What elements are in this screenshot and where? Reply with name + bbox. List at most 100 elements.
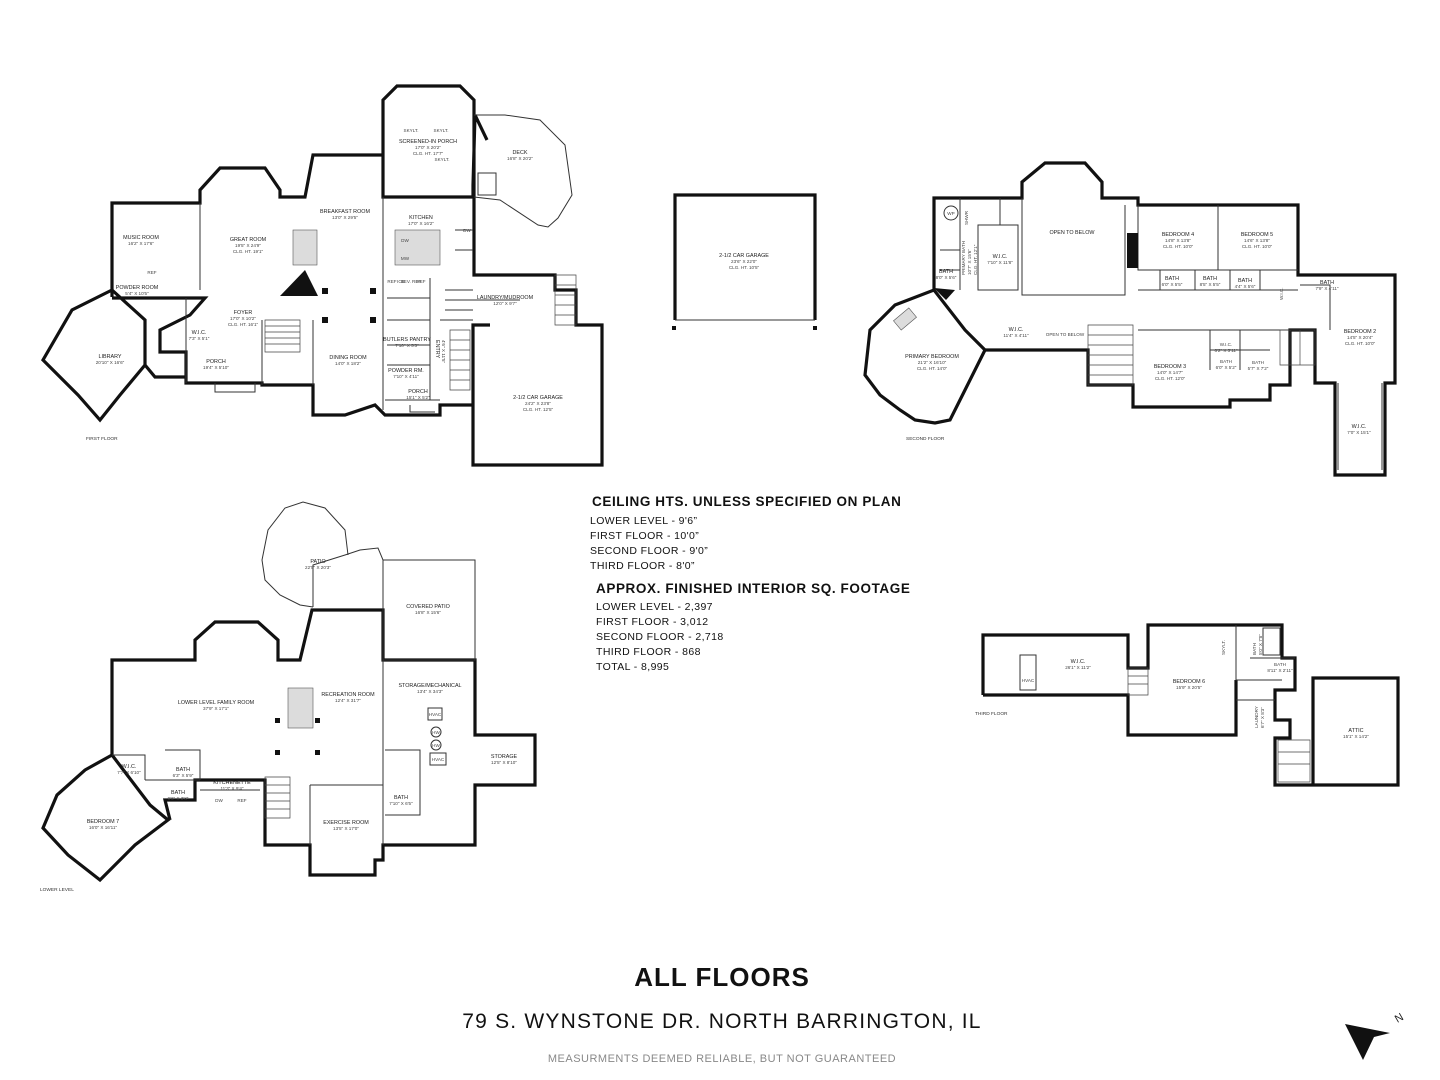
storage-label: STORAGE (491, 754, 518, 760)
bedroom-2-label: BEDROOM 2 (1344, 329, 1376, 335)
bath-label: BATH (1238, 278, 1252, 284)
exercise-room-dims: 13'5" X 17'0" (333, 826, 359, 831)
ref-label: REF (237, 798, 246, 803)
porch-dims: 19'4" X 5'10" (203, 365, 229, 370)
covered-patio-dims: 16'8" X 15'6" (415, 610, 441, 615)
third-floor-walls (981, 623, 1400, 787)
patio-dims: 22'5" X 20'3" (305, 565, 331, 570)
entry-dims: 4'6" X 11'5" (441, 340, 446, 363)
bedroom-3-clg: CLG. HT. 12'0" (1155, 376, 1186, 381)
water-heater-label: HW (432, 730, 440, 735)
skylight-label: SKYLT. (1221, 640, 1226, 655)
music-room-dims: 16'2" X 17'6" (128, 241, 154, 246)
bedroom-4-dims: 14'8" X 13'8" (1165, 238, 1191, 243)
wic-dims: 6'2" X 3'11" (1214, 348, 1237, 353)
bedroom-2-clg: CLG. HT. 10'0" (1345, 341, 1376, 346)
whirlpool-label: WP (947, 211, 954, 216)
wic-dims: 7'7" X 6'10" (117, 770, 141, 775)
bedroom-5-clg: CLG. HT. 10'0" (1242, 244, 1273, 249)
dishwasher-label: DW (463, 228, 471, 233)
bath-dims: 5'7" X 7'2" (1248, 366, 1269, 371)
second-floor-plan: OPEN TO BELOW BEDROOM 4 14'8" X 13'8" CL… (863, 161, 1397, 477)
ceiling-height-line: THIRD FLOOR - 8'0” (590, 560, 695, 572)
family-room-label: LOWER LEVEL FAMILY ROOM (178, 700, 255, 706)
kitchen-label: KITCHEN (409, 215, 433, 221)
wic-label: W.I.C. (1009, 327, 1024, 333)
open-to-below-label: OPEN TO BELOW (1046, 332, 1085, 337)
ref-label: REF (147, 270, 156, 275)
bath-dims: 6'3" X 5'9" (173, 773, 194, 778)
bedroom-7-dims: 16'0" X 16'11" (89, 825, 118, 830)
bath-label: BATH (1165, 276, 1179, 282)
attic-dims: 15'1" X 14'2" (1343, 734, 1369, 739)
bath-dims: 9'6" X 3'8" (168, 796, 189, 801)
detached-garage-clg: CLG. HT. 10'5" (729, 265, 760, 270)
dining-room-dims: 14'0" X 18'2" (335, 361, 361, 366)
second-floor-caption: SECOND FLOOR (906, 436, 945, 442)
bath-label: BATH (1252, 643, 1257, 655)
primary-bath-clg: CLG. HT. 12'1" (973, 244, 978, 275)
bath-label: BATH (171, 790, 185, 796)
attached-garage-label: 2-1/2 CAR GARAGE (513, 395, 563, 401)
dishwasher-label: DW (215, 798, 223, 803)
foyer-clg: CLG. HT. 16'1" (228, 322, 259, 327)
butlers-pantry-dims: 7'10" X 5'3" (395, 343, 419, 348)
square-footage-heading: APPROX. FINISHED INTERIOR SQ. FOOTAGE (596, 581, 911, 596)
wic-label: W.I.C. (993, 254, 1008, 260)
porch-label: PORCH (206, 359, 226, 365)
first-floor-plan: MUSIC ROOM 16'2" X 17'6" GREAT ROOM 19'5… (40, 84, 604, 467)
skylight-label: SKYLT. (434, 128, 449, 133)
bath-label: BATH (176, 767, 190, 773)
ref-label: REF (416, 279, 425, 284)
screened-porch-label: SCREENED-IN PORCH (399, 139, 457, 145)
laundry-mudroom-dims: 12'0" X 9'7" (493, 301, 517, 306)
bedroom-4-label: BEDROOM 4 (1162, 232, 1194, 238)
entry-label: ENTRY (434, 340, 440, 359)
screened-porch-clg: CLG. HT. 17'7" (413, 151, 444, 156)
wic-dims: 7'10" X 11'8" (987, 260, 1013, 265)
patio-label: PATIO (310, 559, 325, 565)
lower-level-plan: PATIO 22'5" X 20'3" COVERED PATIO 16'8" … (40, 501, 537, 893)
porch-dims: 15'1" X 5'2" (406, 395, 430, 400)
powder-rm-dims: 7'10" X 4'11" (393, 374, 419, 379)
hvac-label: HVAC (429, 712, 442, 717)
primary-bedroom-dims: 21'2" X 16'10" (918, 360, 947, 365)
wic-label: W.I.C. (1071, 659, 1086, 665)
bath-label: BATH (939, 269, 953, 275)
north-arrow-icon: N (1345, 1011, 1406, 1060)
kitchen-dims: 17'0" X 16'2" (408, 221, 434, 226)
wic-dims: 7'3" X 5'1" (189, 336, 210, 341)
open-to-below-label: OPEN TO BELOW (1049, 230, 1095, 236)
primary-bedroom-clg: CLG. HT. 14'0" (917, 366, 948, 371)
square-footage-line: THIRD FLOOR - 868 (596, 646, 701, 658)
third-floor-caption: THIRD FLOOR (975, 711, 1008, 717)
ceiling-height-line: FIRST FLOOR - 10'0” (590, 530, 700, 542)
dining-room-label: DINING ROOM (329, 355, 367, 361)
bath-label: BATH (1252, 360, 1264, 365)
breakfast-room-dims: 13'0" X 29'5" (332, 215, 358, 220)
laundry-mudroom-label: LAUNDRY/MUDROOM (477, 295, 534, 301)
square-footage-line: LOWER LEVEL - 2,397 (596, 601, 713, 613)
bath-label: BATH (1203, 276, 1217, 282)
library-label: LIBRARY (99, 354, 122, 360)
ceiling-heights-heading: CEILING HTS. UNLESS SPECIFIED ON PLAN (592, 494, 902, 509)
lower-level-caption: LOWER LEVEL (40, 887, 74, 893)
ceiling-heights-block: CEILING HTS. UNLESS SPECIFIED ON PLAN LO… (588, 494, 928, 574)
hvac-label: HVAC (432, 757, 445, 762)
bath-dims: 6'0" X 5'5" (1162, 282, 1183, 287)
ref-label: REF (387, 279, 396, 284)
square-footage-block: APPROX. FINISHED INTERIOR SQ. FOOTAGE LO… (594, 581, 934, 675)
bath-label: BATH (1320, 280, 1334, 286)
detached-garage-label: 2-1/2 CAR GARAGE (719, 253, 769, 259)
square-footage-line: TOTAL - 8,995 (596, 661, 670, 673)
deck-label: DECK (513, 150, 528, 156)
skylight-label: SKYLT. (435, 157, 450, 162)
wic-label: W.I.C. (1279, 287, 1284, 300)
wic-label: W.I.C. (1220, 342, 1233, 347)
hvac-label: HVAC (1022, 678, 1035, 683)
skylight-label: SKYLT. (404, 128, 419, 133)
attic-label: ATTIC (1348, 728, 1363, 734)
square-footage-line: FIRST FLOOR - 3,012 (596, 616, 709, 628)
third-floor-plan: W.I.C. 26'1" X 11'2" BEDROOM 6 15'9" X 2… (975, 623, 1400, 787)
recreation-room-dims: 12'4" X 31'7" (335, 698, 361, 703)
